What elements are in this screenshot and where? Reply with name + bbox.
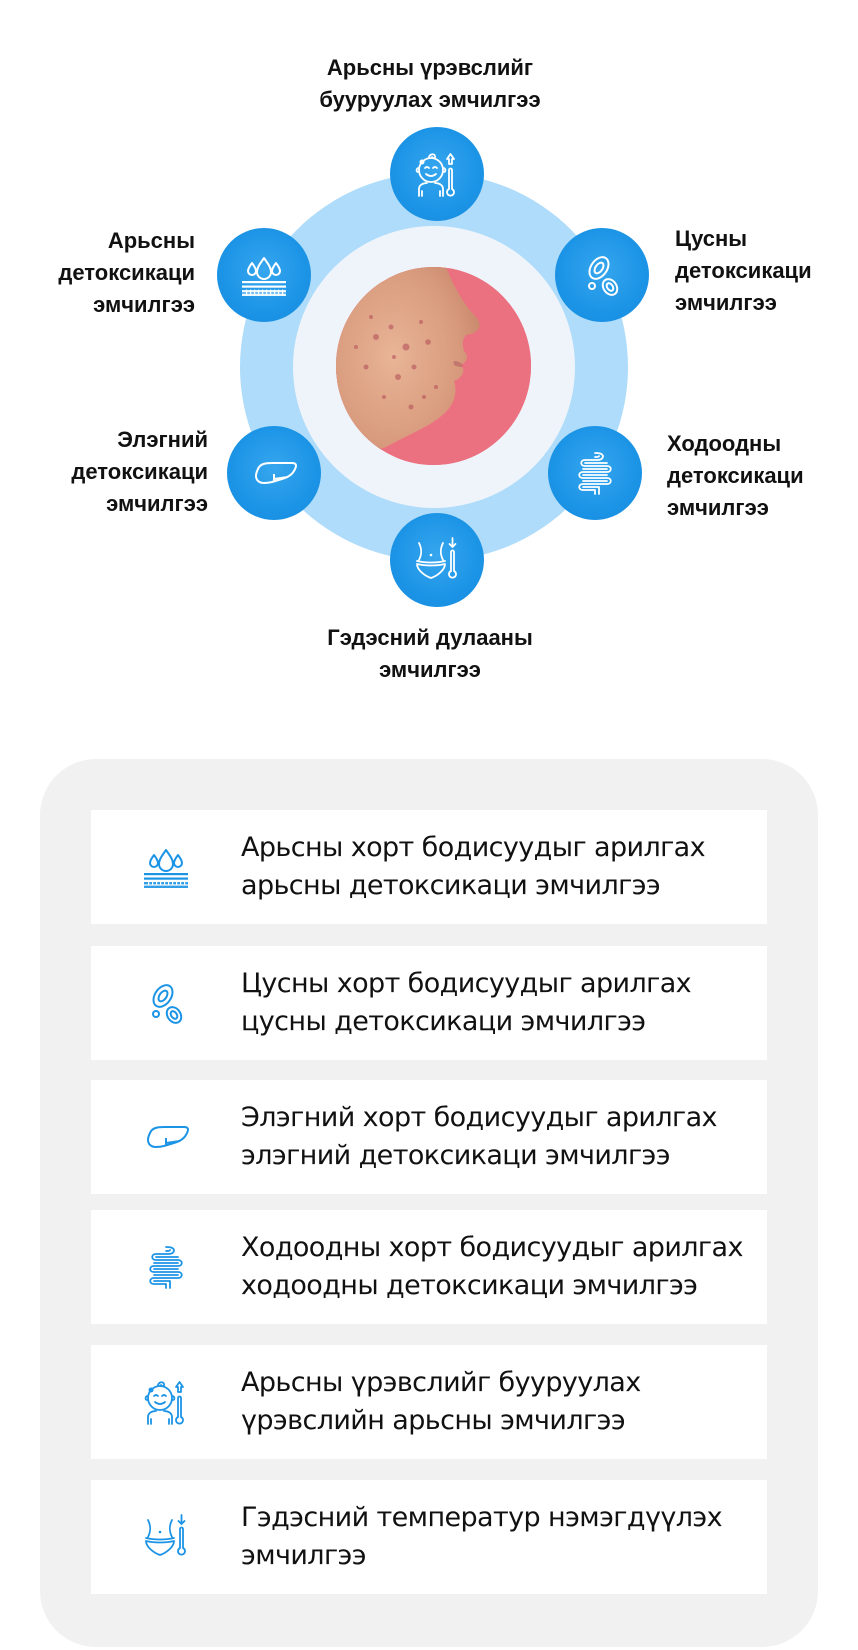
blood-cells-icon xyxy=(572,245,632,305)
list-item: Цусны хорт бодисуудыг арилгах цусны дето… xyxy=(91,946,767,1060)
child-fever-thermometer-icon xyxy=(136,1372,196,1432)
label-liver-detox: Элэгний детоксикаци эмчилгээ xyxy=(71,427,208,516)
treatment-list-panel: Арьсны хорт бодисуудыг арилгах арьсны де… xyxy=(40,759,818,1647)
list-item: Гэдэсний температур нэмэгдүүлэх эмчилгээ xyxy=(91,1480,767,1594)
label-stomach-detox: Ходоодны детоксикаци эмчилгээ xyxy=(667,431,804,520)
liver-icon xyxy=(244,443,304,503)
node-liver-detox xyxy=(227,426,321,520)
node-blood-detox xyxy=(555,228,649,322)
list-item: Арьсны хорт бодисуудыг арилгах арьсны де… xyxy=(91,810,767,924)
label-skin-inflammation: Арьсны үрэвслийг бууруулах эмчилгээ xyxy=(319,55,541,112)
blood-cells-icon xyxy=(136,973,196,1033)
node-stomach-detox xyxy=(548,426,642,520)
node-skin-detox xyxy=(217,228,311,322)
node-skin-inflammation xyxy=(390,127,484,221)
intestine-icon xyxy=(136,1237,196,1297)
list-item: Арьсны үрэвслийг бууруулах үрэвслийн арь… xyxy=(91,1345,767,1459)
list-item: Элэгний хорт бодисуудыг арилгах элэгний … xyxy=(91,1080,767,1194)
skin-drops-icon xyxy=(136,837,196,897)
child-fever-thermometer-icon xyxy=(407,144,467,204)
abdomen-thermometer-icon xyxy=(407,530,467,590)
abdomen-thermometer-icon xyxy=(136,1507,196,1567)
label-blood-detox: Цусны детоксикаци эмчилгээ xyxy=(675,226,812,315)
label-abdomen-heat: Гэдэсний дулааны эмчилгээ xyxy=(327,625,533,682)
acne-face-photo xyxy=(336,267,531,465)
intestine-icon xyxy=(565,443,625,503)
skin-drops-icon xyxy=(234,245,294,305)
node-abdomen-heat xyxy=(390,513,484,607)
list-item: Ходоодны хорт бодисуудыг арилгах ходоодн… xyxy=(91,1210,767,1324)
treatment-diagram: Арьсны үрэвслийг бууруулах эмчилгээ Арьс… xyxy=(0,0,858,700)
liver-icon xyxy=(136,1107,196,1167)
label-skin-detox: Арьсны детоксикаци эмчилгээ xyxy=(58,228,195,317)
